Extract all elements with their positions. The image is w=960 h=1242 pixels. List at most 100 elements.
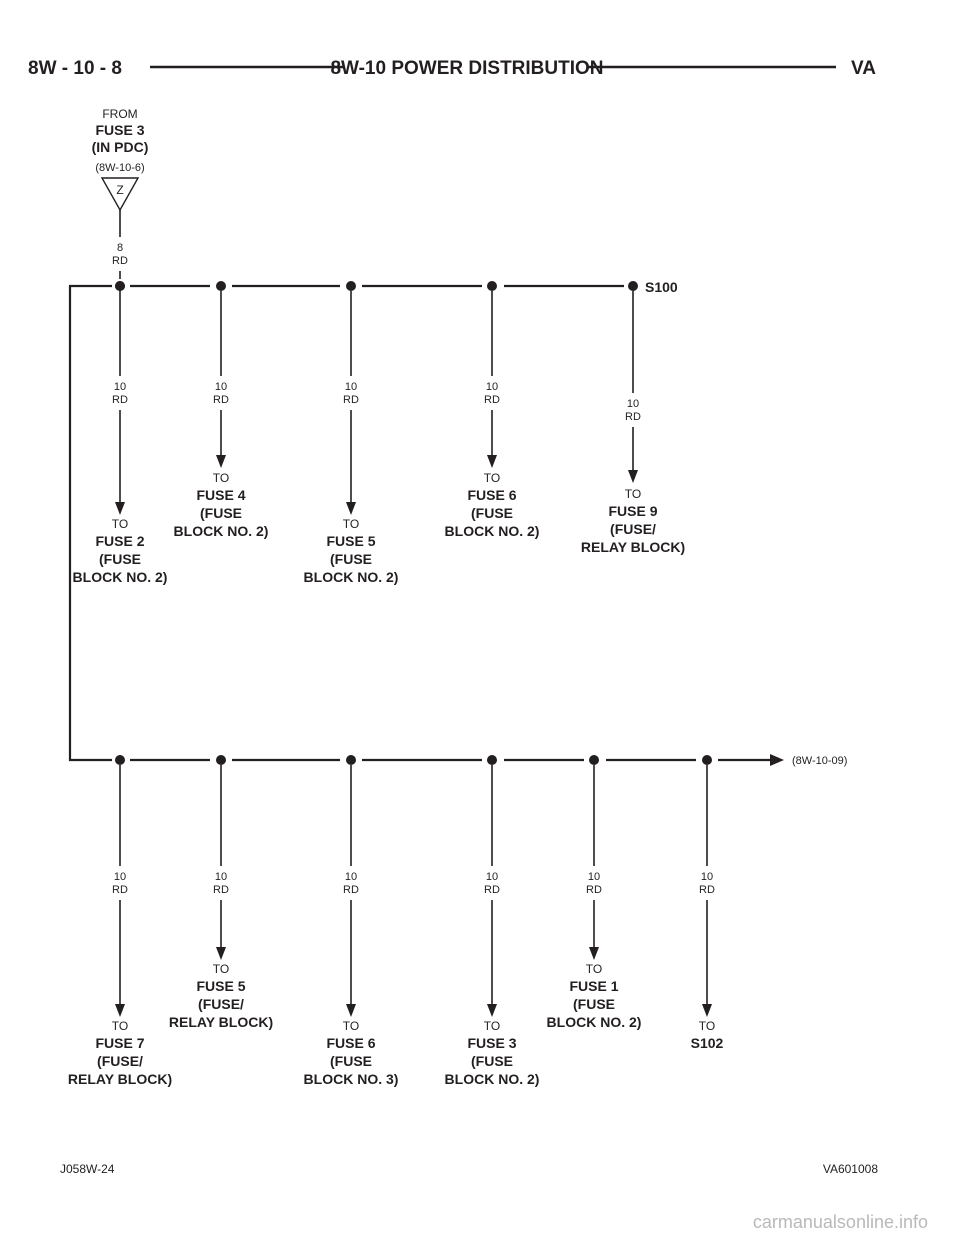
wire-color: RD [343,884,359,896]
destination-detail: (FUSE/ [610,521,656,537]
arrow-head [702,1004,712,1017]
wire-color: RD [699,884,715,896]
source-block: FROM FUSE 3 (IN PDC) (8W-10-6) Z 8 RD [92,107,149,279]
destination-detail: BLOCK NO. 2) [547,1014,642,1030]
splice-dot [216,755,226,765]
destination-name: FUSE 1 [569,978,618,994]
splice-dot [487,281,497,291]
wire-gauge: 10 [345,871,357,883]
continuation-ref: (8W-10-09) [792,755,847,767]
destination-name: FUSE 7 [95,1035,144,1051]
destination-detail: RELAY BLOCK) [581,539,685,555]
arrow-head [115,1004,125,1017]
destination-name: FUSE 9 [608,503,657,519]
wire-gauge: 10 [345,381,357,393]
destination-detail: (FUSE/ [97,1053,143,1069]
source-fuse: FUSE 3 [95,122,144,138]
wire-color: RD [484,394,500,406]
destination-name: FUSE 5 [196,978,245,994]
destination-to-label: TO [343,517,359,531]
arrow-head [628,470,638,483]
splice-dot [216,281,226,291]
bus-lines: S100 (8W-10-09) [68,279,847,767]
arrow-head [487,455,497,468]
splice-dot [702,755,712,765]
destination-detail: (FUSE [200,505,242,521]
destination-detail: BLOCK NO. 3) [304,1071,399,1087]
destination-detail: (FUSE [330,551,372,567]
left-return-wire [68,284,112,762]
wire-gauge: 10 [588,871,600,883]
continuation-arrow [770,754,784,766]
arrow-head [346,1004,356,1017]
destination-detail: (FUSE [471,505,513,521]
splice-dot [115,755,125,765]
destination-detail: (FUSE/ [198,996,244,1012]
destination-to-label: TO [586,962,602,976]
destination-detail: RELAY BLOCK) [169,1014,273,1030]
source-color: RD [112,255,128,267]
splice-dot [628,281,638,291]
splice-dot [589,755,599,765]
source-splice-dot [115,281,125,291]
wire-gauge: 10 [486,871,498,883]
wire-color: RD [112,884,128,896]
destination-detail: BLOCK NO. 2) [73,569,168,585]
source-from-label: FROM [102,107,137,121]
wire-gauge: 10 [701,871,713,883]
destination-detail: (FUSE [573,996,615,1012]
splice-dot [346,755,356,765]
footer-right-code: VA601008 [823,1162,878,1176]
destination-detail: (FUSE [99,551,141,567]
destination-detail: BLOCK NO. 2) [304,569,399,585]
wire-color: RD [112,394,128,406]
page-title: 8W-10 POWER DISTRIBUTION [330,58,603,79]
destination-to-label: TO [213,962,229,976]
destination-to-label: TO [213,471,229,485]
arrow-head [216,947,226,960]
destination-to-label: TO [112,517,128,531]
source-gauge: 8 [117,242,123,254]
wire-gauge: 10 [114,871,126,883]
arrow-head [589,947,599,960]
source-location: (IN PDC) [92,139,149,155]
arrow-head [346,502,356,515]
destination-detail: BLOCK NO. 2) [174,523,269,539]
destination-to-label: TO [699,1019,715,1033]
connector-label: Z [116,183,123,197]
page-header: 8W - 10 - 8 8W-10 POWER DISTRIBUTION VA [28,58,876,79]
wire-color: RD [213,394,229,406]
wire-gauge: 10 [486,381,498,393]
splice-label: S100 [645,279,678,295]
model-code: VA [851,58,876,79]
destination-detail: (FUSE [330,1053,372,1069]
wire-color: RD [484,884,500,896]
watermark: carmanualsonline.info [753,1212,928,1232]
wire-gauge: 10 [215,871,227,883]
wire-gauge: 10 [627,398,639,410]
wire-color: RD [343,394,359,406]
destination-to-label: TO [625,487,641,501]
destination-name: FUSE 6 [467,487,516,503]
destination-to-label: TO [112,1019,128,1033]
destination-to-label: TO [484,1019,500,1033]
destination-to-label: TO [343,1019,359,1033]
arrow-head [487,1004,497,1017]
destination-name: S102 [691,1035,724,1051]
wire-gauge: 10 [114,381,126,393]
connector-triangle [100,177,140,212]
page-ref: 8W - 10 - 8 [28,58,122,79]
destination-detail: (FUSE [471,1053,513,1069]
destination-name: FUSE 3 [467,1035,516,1051]
